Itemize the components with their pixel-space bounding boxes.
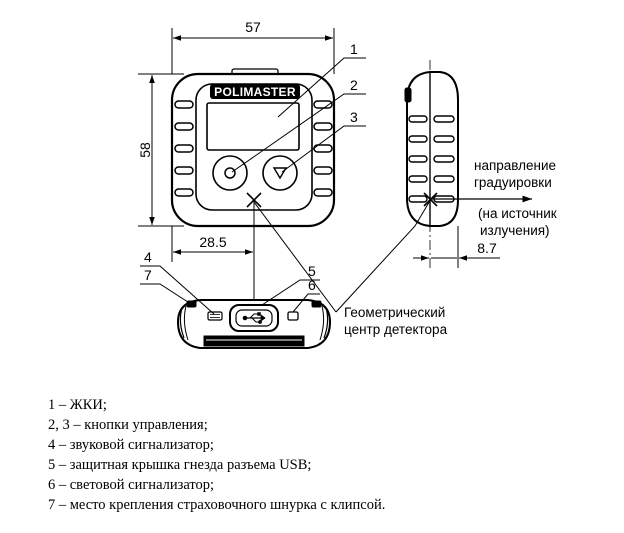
brand-label-plate bbox=[210, 84, 300, 99]
legend-item-2: 2, 3 – кнопки управления; bbox=[48, 417, 208, 433]
brand-logo: POLIMASTER bbox=[214, 85, 296, 99]
lcd-screen bbox=[206, 102, 300, 151]
front-view bbox=[170, 68, 336, 228]
bottom-view bbox=[176, 299, 332, 349]
detector-center-mark bbox=[246, 192, 262, 208]
legend-item-1: 1 – ЖКИ; bbox=[48, 397, 107, 413]
legend-item-5: 6 – световой сигнализатор; bbox=[48, 477, 215, 493]
calibration-direction-label-1: направление bbox=[474, 158, 556, 173]
callout-3: 3 bbox=[350, 109, 358, 125]
callout-1: 1 bbox=[350, 41, 358, 57]
callout-4: 4 bbox=[144, 249, 152, 265]
legend-list: 1 – ЖКИ; 2, 3 – кнопки управления; 4 – з… bbox=[48, 395, 385, 515]
dimension-half-width: 28.5 bbox=[199, 234, 226, 250]
detector-center-label-2: центр детектора bbox=[344, 322, 448, 337]
detector-center-label-1: Геометрический bbox=[344, 305, 445, 320]
legend-item-6: 7 – место крепления страховочного шнурка… bbox=[48, 497, 386, 513]
calibration-direction-label-2: градуировки bbox=[474, 175, 552, 190]
dimension-height: 58 bbox=[137, 142, 153, 158]
dimension-width: 57 bbox=[245, 19, 261, 35]
callout-leaders bbox=[140, 57, 432, 315]
legend-item-4: 5 – защитная крышка гнезда разъема USB; bbox=[48, 457, 312, 473]
radiation-source-label-1: (на источник bbox=[478, 206, 557, 221]
callout-7: 7 bbox=[144, 267, 152, 283]
device-drawing: POLIMASTER 57 58 28.5 bbox=[137, 19, 557, 349]
callout-2: 2 bbox=[350, 77, 358, 93]
callout-5: 5 bbox=[308, 263, 316, 279]
dimension-depth: 8.7 bbox=[477, 240, 497, 256]
button-right[interactable] bbox=[262, 155, 298, 191]
callout-6: 6 bbox=[308, 277, 316, 293]
radiation-source-label-2: излучения) bbox=[480, 223, 550, 238]
button-left[interactable] bbox=[212, 155, 248, 191]
side-view bbox=[404, 60, 459, 268]
legend-item-3: 4 – звуковой сигнализатор; bbox=[48, 437, 214, 453]
